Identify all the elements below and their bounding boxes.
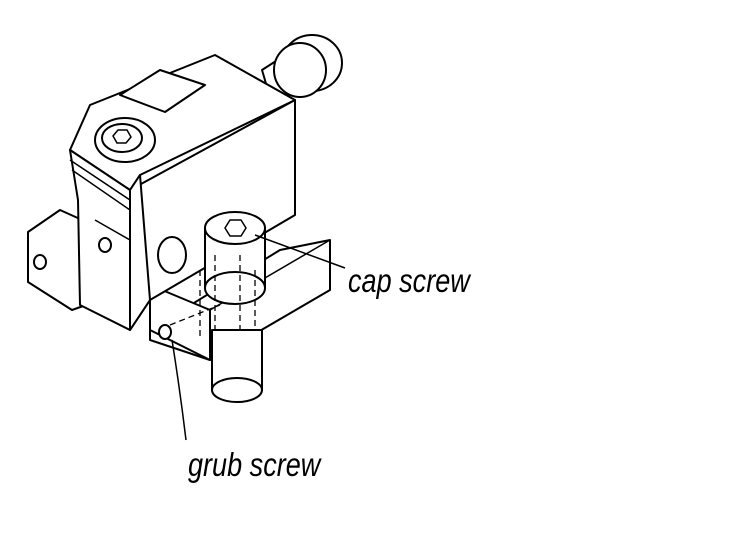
top-cap-screw [94, 117, 156, 163]
grub-screw-label: grub screw [188, 446, 321, 483]
knob [261, 34, 343, 105]
cap-screw-label: cap screw [348, 262, 470, 299]
cap-screw [169, 211, 266, 403]
leader-lines [171, 234, 346, 441]
